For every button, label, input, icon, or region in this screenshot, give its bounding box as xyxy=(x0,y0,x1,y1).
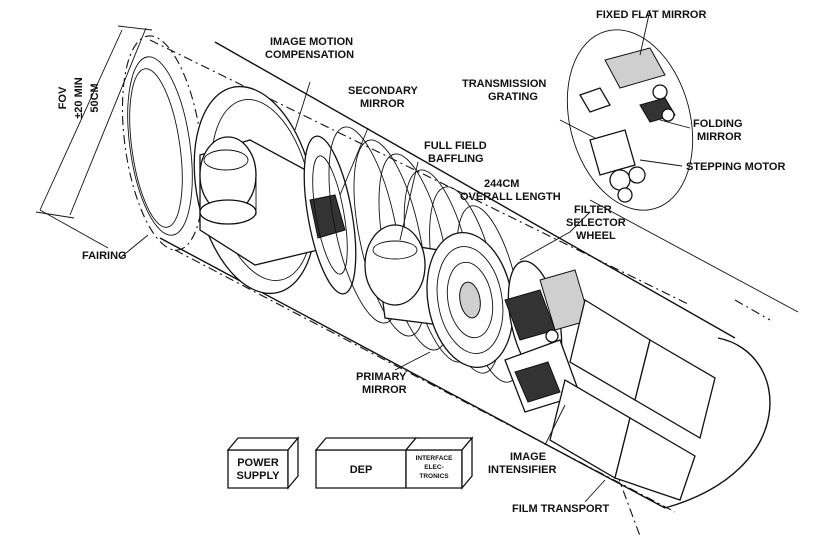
folding-mirror-label: FOLDING xyxy=(693,118,743,130)
interface-electronics-box xyxy=(404,436,474,490)
stepping-motor-label: STEPPING MOTOR xyxy=(686,161,785,173)
dep-box xyxy=(314,437,418,489)
power-supply-label: SUPPLY xyxy=(236,470,280,482)
overall-length-label: OVERALL LENGTH xyxy=(460,191,561,203)
full-field-baffling-label: BAFFLING xyxy=(428,153,484,165)
fov-angle-label: ±20 MIN xyxy=(73,77,85,119)
film-transport-frames xyxy=(549,298,716,501)
transmission-grating-label: GRATING xyxy=(488,91,538,103)
labels: IMAGE MOTION COMPENSATION SECONDARY MIRR… xyxy=(57,9,785,515)
spectrograph-detail xyxy=(566,29,694,211)
image-motion-compensation-label: COMPENSATION xyxy=(265,49,354,61)
filter-selector-wheel-label: WHEEL xyxy=(576,230,616,242)
filter-selector-wheel-label: SELECTOR xyxy=(566,217,626,229)
interface-electronics-label: TRONICS xyxy=(419,473,449,480)
secondary-mirror-label: MIRROR xyxy=(360,98,405,110)
fov-dimension xyxy=(35,25,153,249)
fov-label: FOV xyxy=(57,86,69,109)
power-supply-box xyxy=(226,436,300,490)
filter-selector-wheel-label: FILTER xyxy=(574,204,612,216)
secondary-mirror xyxy=(303,135,357,295)
primary-mirror-assembly xyxy=(364,224,514,369)
primary-mirror-label: MIRROR xyxy=(362,384,407,396)
power-supply-label: POWER xyxy=(237,457,279,469)
overall-length-label: 244CM xyxy=(484,178,519,190)
primary-mirror-label: PRIMARY xyxy=(356,371,407,383)
secondary-mirror-label: SECONDARY xyxy=(348,85,419,97)
leader-lines xyxy=(119,9,691,503)
interface-electronics-label: ELEC- xyxy=(424,464,444,471)
transmission-grating-label: TRANSMISSION xyxy=(462,78,546,90)
interface-electronics-label: INTERFACE xyxy=(416,455,454,462)
fixed-flat-mirror-label: FIXED FLAT MIRROR xyxy=(596,9,706,21)
image-motion-compensation-assembly xyxy=(193,85,319,295)
image-motion-compensation-label: IMAGE MOTION xyxy=(270,36,353,48)
image-intensifier-label: INTENSIFIER xyxy=(488,464,557,476)
full-field-baffling-label: FULL FIELD xyxy=(424,140,487,152)
dep-label: DEP xyxy=(350,464,373,476)
box-labels: POWER SUPPLY DEP INTERFACE ELEC- TRONICS xyxy=(236,455,453,482)
film-transport-label: FILM TRANSPORT xyxy=(512,503,609,515)
diameter-label: 50CM xyxy=(89,83,101,112)
image-intensifier-label: IMAGE xyxy=(510,451,546,463)
folding-mirror-label: MIRROR xyxy=(697,131,742,143)
fairing-label: FAIRING xyxy=(82,250,127,262)
